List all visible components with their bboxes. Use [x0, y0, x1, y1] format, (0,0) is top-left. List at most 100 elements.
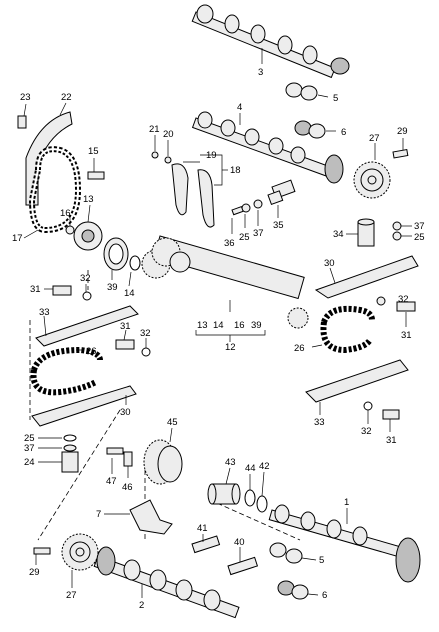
group-12-item-39: 39 — [251, 320, 262, 331]
callout-14: 14 — [124, 288, 135, 299]
callout-32: 32 — [80, 273, 91, 284]
callout-30: 30 — [120, 407, 131, 418]
sprocket-13-16 — [65, 204, 103, 251]
bolt-31-right-mid — [376, 296, 416, 327]
callout-5: 5 — [333, 93, 338, 104]
callout-44: 44 — [245, 463, 256, 474]
camshaft-4 — [191, 111, 344, 184]
callout-35: 35 — [273, 220, 284, 231]
callout-31: 31 — [386, 435, 397, 446]
callout-20: 20 — [163, 129, 174, 140]
callout-18: 18 — [230, 165, 241, 176]
callout-19: 19 — [206, 150, 217, 161]
camshaft-2 — [93, 546, 240, 619]
callout-37: 37 — [24, 443, 35, 454]
piston-34 — [346, 218, 412, 247]
bolt-31-left-top — [44, 284, 92, 301]
callout-33: 33 — [39, 307, 50, 318]
callout-7: 7 — [96, 509, 101, 520]
tappet-6-top — [294, 120, 336, 139]
callout-12: 12 — [225, 342, 236, 353]
tappet-5-top — [285, 82, 329, 101]
callout-25: 25 — [239, 232, 250, 243]
bolt-23 — [17, 103, 27, 129]
bracket-7 — [104, 499, 173, 535]
callout-27: 27 — [369, 133, 380, 144]
callout-46: 46 — [122, 482, 133, 493]
bolt-29-top — [392, 138, 409, 159]
followers-18-19 — [171, 154, 228, 228]
parts-20-21 — [151, 135, 172, 164]
guide-22-chain-17 — [23, 102, 82, 239]
callout-16: 16 — [60, 208, 71, 219]
tensioner-35-group — [231, 179, 296, 234]
callout-6: 6 — [322, 590, 327, 601]
callout-1: 1 — [344, 497, 349, 508]
callout-31: 31 — [120, 321, 131, 332]
group-12-item-16: 16 — [234, 320, 245, 331]
sprocket-45 — [106, 427, 183, 485]
callout-31: 31 — [30, 284, 41, 295]
bolt-31-left-mid — [115, 329, 151, 357]
callout-29: 29 — [397, 126, 408, 137]
guide-rail-33-left — [35, 305, 139, 347]
sprocket-27-top — [353, 143, 391, 199]
callout-31: 31 — [401, 330, 412, 341]
guide-rail-30-left — [31, 385, 137, 427]
callout-17: 17 — [12, 233, 23, 244]
callout-36: 36 — [224, 238, 235, 249]
tappets-5-6-bottom — [269, 542, 319, 600]
callout-42: 42 — [259, 461, 270, 472]
callout-43: 43 — [225, 457, 236, 468]
callout-37: 37 — [253, 228, 264, 239]
callout-45: 45 — [167, 417, 178, 428]
callout-29: 29 — [29, 567, 40, 578]
callout-30: 30 — [324, 258, 335, 269]
callout-5: 5 — [319, 555, 324, 566]
group-12-item-13: 13 — [197, 320, 208, 331]
callout-2: 2 — [139, 600, 144, 611]
parts-42-44 — [207, 467, 268, 513]
group-12-item-14: 14 — [213, 320, 224, 331]
callout-32: 32 — [140, 328, 151, 339]
callout-25: 25 — [24, 433, 35, 444]
guide-rail-30-right — [314, 255, 419, 299]
callout-23: 23 — [20, 92, 31, 103]
callout-25: 25 — [414, 232, 425, 243]
callout-41: 41 — [197, 523, 208, 534]
callout-32: 32 — [361, 426, 372, 437]
callout-32: 32 — [398, 294, 409, 305]
oring-14 — [128, 255, 141, 287]
callout-40: 40 — [234, 537, 245, 548]
callout-21: 21 — [149, 124, 160, 135]
callout-47: 47 — [106, 476, 117, 487]
bolt-31-right-bottom — [363, 401, 400, 432]
callout-39: 39 — [107, 282, 118, 293]
seal-39 — [103, 237, 129, 280]
chain-26-left — [30, 346, 103, 396]
intermediate-shaft — [141, 235, 309, 329]
callout-13: 13 — [83, 194, 94, 205]
callout-4: 4 — [237, 102, 242, 113]
callout-26: 26 — [86, 346, 97, 357]
callout-26: 26 — [294, 343, 305, 354]
camshaft-3 — [191, 4, 350, 79]
bolt-15 — [87, 158, 105, 180]
callout-3: 3 — [258, 67, 263, 78]
parts-40-41 — [191, 534, 259, 576]
sprocket-27-bottom — [33, 533, 99, 588]
chain-26-right — [311, 305, 375, 354]
callout-22: 22 — [61, 92, 72, 103]
callout-37: 37 — [414, 221, 425, 232]
callout-33: 33 — [314, 417, 325, 428]
callout-15: 15 — [88, 146, 99, 157]
guide-rail-33-right — [305, 359, 409, 415]
callout-24: 24 — [24, 457, 35, 468]
callout-34: 34 — [333, 229, 344, 240]
callout-6: 6 — [341, 127, 346, 138]
camshaft-1 — [268, 504, 421, 583]
callout-27: 27 — [66, 590, 77, 601]
bracket-12 — [195, 330, 266, 342]
